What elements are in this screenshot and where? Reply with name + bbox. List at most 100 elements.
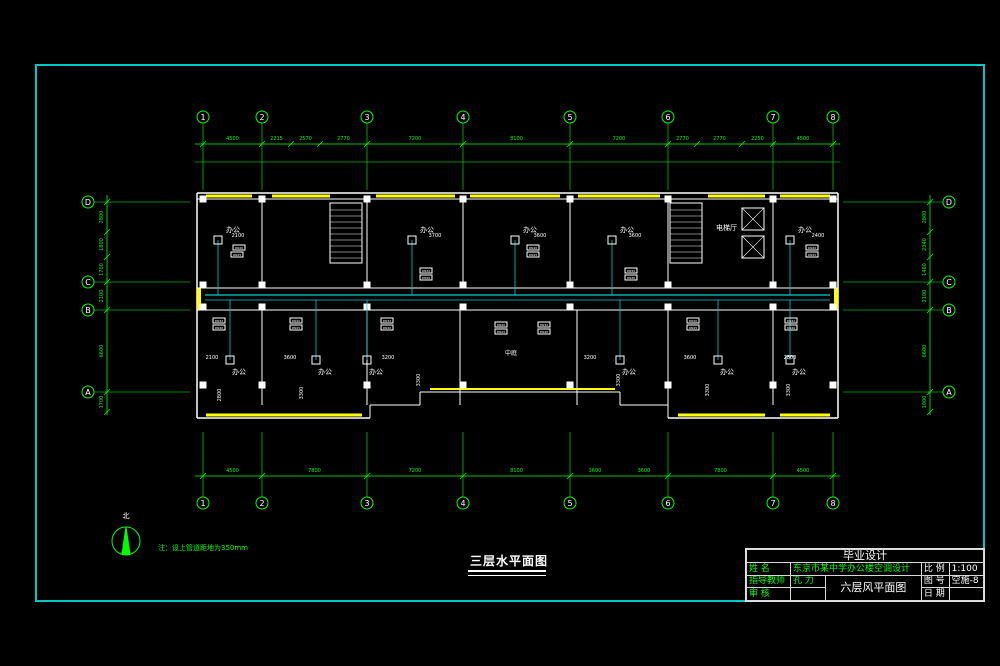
dim-tick-right: [926, 198, 934, 206]
dim-bottom: 7800: [308, 468, 321, 474]
title-block-header: 毕业设计: [746, 549, 984, 563]
equipment-tag: DN32: [215, 319, 223, 323]
dim-left: 2800: [99, 211, 105, 224]
fan-coil-unit: [785, 235, 795, 245]
axis-label-left: B: [85, 306, 91, 315]
drawing-no: 空施-8: [948, 574, 985, 589]
equipment-tag: DN32: [627, 269, 635, 273]
equipment-tag: DN25: [233, 253, 241, 257]
dim-tick-right: [926, 253, 934, 261]
dim-tick-top: [566, 140, 574, 148]
equipment-tag-box: [289, 324, 303, 331]
dim-tick-top: [664, 140, 672, 148]
column: [199, 303, 207, 311]
column: [769, 281, 777, 289]
scale-label: 比 例: [920, 561, 950, 576]
dim-tick-bottom: [829, 472, 837, 480]
room-dimension: 2100: [232, 233, 245, 239]
equipment-tag: DN20: [292, 319, 300, 323]
equipment-tag-box: [419, 274, 433, 281]
equipment-tag: DN32: [787, 319, 795, 323]
room-dimension: 3200: [584, 355, 597, 361]
dim-tick-bottom: [199, 472, 207, 480]
column: [258, 303, 266, 311]
column: [363, 195, 371, 203]
room-dimension: 3600: [284, 355, 297, 361]
column: [664, 281, 672, 289]
fan-coil-unit: [785, 355, 795, 365]
column: [829, 303, 837, 311]
equipment-tag-box: [526, 251, 540, 258]
equipment-tag-box: [419, 267, 433, 274]
equipment-tag-box: [230, 251, 244, 258]
dim-top: 8100: [510, 136, 523, 142]
axis-label-right: A: [946, 388, 952, 397]
axis-label-top: 1: [200, 113, 205, 122]
dim-right: 2800: [922, 211, 928, 224]
column: [566, 381, 574, 389]
column: [199, 195, 207, 203]
room-label-hall: 中庭: [505, 349, 517, 357]
room-label-office: 办公: [226, 225, 240, 234]
room-label-office: 办公: [798, 225, 812, 234]
dim-tick-left: [103, 408, 111, 416]
axis-label-bottom: 5: [567, 499, 572, 508]
equipment-tag: DN40: [215, 326, 223, 330]
elevator-shaft: [741, 207, 765, 231]
equipment-tag: DN25: [689, 326, 697, 330]
dim-bottom: 3600: [589, 468, 602, 474]
date-value: [948, 587, 985, 601]
column: [829, 195, 837, 203]
review-value: [790, 587, 826, 601]
dim-tick-top: [829, 140, 837, 148]
project-name: 东京市某中学办公楼空调设计: [790, 561, 922, 576]
column: [199, 381, 207, 389]
equipment-tag-box: [784, 317, 798, 324]
axis-label-top: 8: [830, 113, 835, 122]
equipment-tag: DN32: [422, 269, 430, 273]
axis-label-bottom: 4: [460, 499, 465, 508]
equipment-tag: DN20: [689, 319, 697, 323]
dim-top: 4500: [797, 136, 810, 142]
column: [829, 381, 837, 389]
axis-label-right: D: [946, 198, 952, 207]
dim-tick-left: [103, 228, 111, 236]
fan-coil-unit: [362, 355, 372, 365]
dim-left: 2100: [99, 290, 105, 303]
room-dimension: 3600: [684, 355, 697, 361]
fan-coil-unit: [615, 355, 625, 365]
dim-tick-top: [693, 140, 701, 148]
column: [258, 381, 266, 389]
column: [566, 303, 574, 311]
dim-tick-left: [103, 388, 111, 396]
drawing-title: 三层水平面图: [470, 554, 549, 568]
room-dimension: 3600: [629, 233, 642, 239]
equipment-tag: DN20: [529, 246, 537, 250]
elevator-shaft: [741, 235, 765, 259]
fan-coil-unit: [713, 355, 723, 365]
dim-tick-left: [103, 198, 111, 206]
drawing-no-label: 图 号: [920, 574, 950, 589]
equipment-tag: DN25: [292, 326, 300, 330]
axis-label-bottom: 6: [665, 499, 670, 508]
fan-coil-unit: [225, 355, 235, 365]
teacher-label: 指导教师: [746, 574, 791, 589]
column: [664, 381, 672, 389]
room-label-office: 办公: [232, 367, 246, 376]
equipment-tag-box: [232, 244, 246, 251]
room-dimension: 2400: [812, 233, 825, 239]
dim-top: 2250: [751, 136, 764, 142]
equipment-tag-box: [537, 321, 551, 328]
axis-label-bottom: 7: [770, 499, 775, 508]
axis-label-left: A: [85, 388, 91, 397]
axis-label-top: 6: [665, 113, 670, 122]
drawing-frame: [35, 64, 985, 602]
equipment-tag: DN25: [529, 253, 537, 257]
equipment-tag-box: [494, 321, 508, 328]
column: [769, 381, 777, 389]
review-label: 审 核: [746, 587, 791, 601]
dim-tick-top: [258, 140, 266, 148]
room-dimension-vertical: 3300: [705, 384, 711, 397]
room-dimension: 2800: [784, 355, 797, 361]
